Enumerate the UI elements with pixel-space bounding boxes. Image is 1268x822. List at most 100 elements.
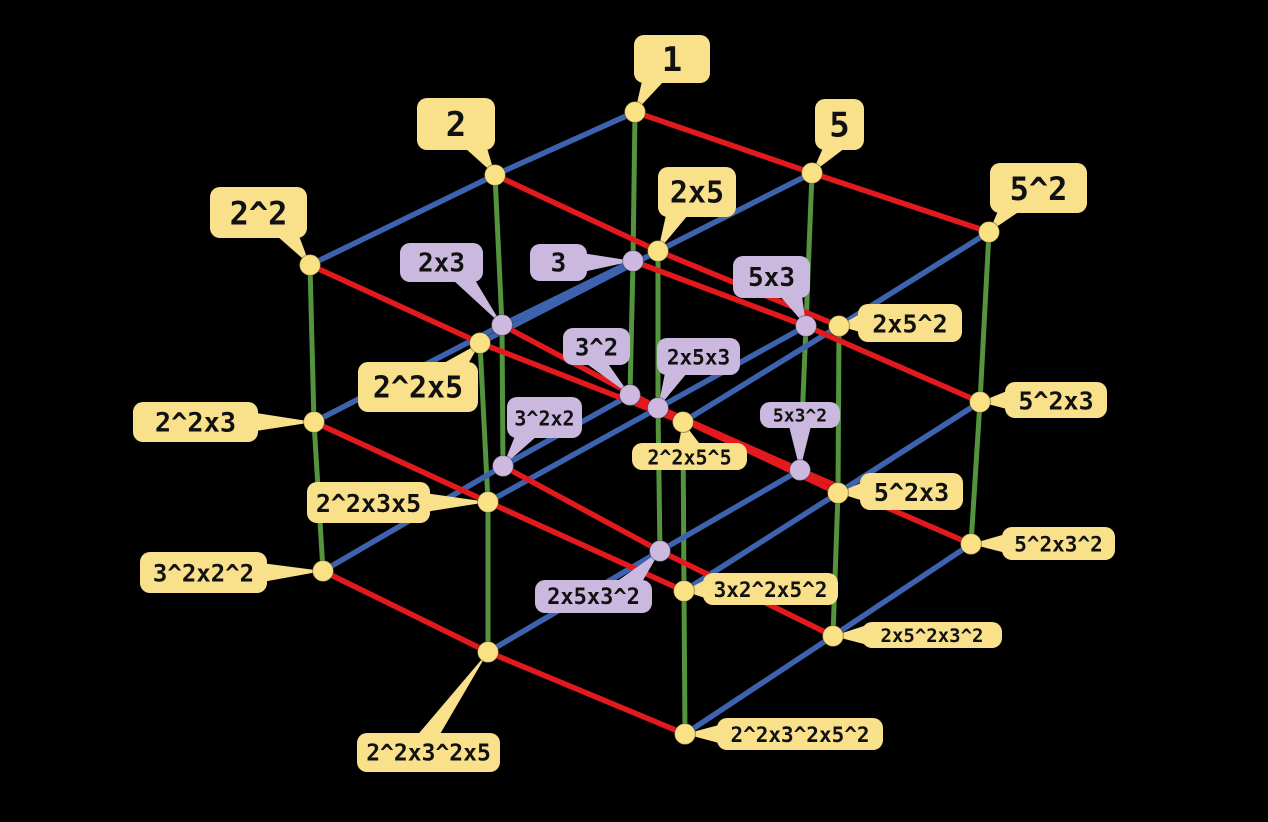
- callout-box: [530, 244, 587, 281]
- callout-label-75: 5^2x3: [980, 382, 1107, 418]
- callout-box: [862, 622, 1002, 648]
- callout-box: [703, 573, 838, 605]
- callout-tail: [453, 280, 502, 325]
- callout-box: [133, 402, 258, 442]
- callout-box: [1002, 527, 1115, 560]
- callout-label-300: 3x2^2x5^2: [684, 573, 838, 605]
- callout-label-18: 3^2x2: [503, 397, 582, 466]
- times-2-edge-2-4: [307, 172, 498, 268]
- callout-label-50: 2x5^2: [839, 304, 962, 342]
- callout-tail: [585, 253, 633, 272]
- times-3-edge-25-75: [977, 229, 992, 405]
- lattice-node-15: [794, 314, 818, 338]
- times-3-edge-1-3: [630, 109, 638, 264]
- lattice-node-18: [491, 454, 515, 478]
- callout-text-10: 2x5: [670, 176, 724, 211]
- callout-box: [658, 167, 736, 217]
- times-5-edge-1-5: [632, 109, 815, 176]
- callout-text-18: 3^2x2: [514, 407, 574, 431]
- times-3-edge-3-9: [627, 258, 636, 398]
- times-2-edge-450-900: [682, 633, 836, 737]
- lattice-node-25: [977, 220, 1001, 244]
- callout-label-30: 2x5x3: [657, 338, 740, 408]
- callout-text-2: 2: [446, 105, 466, 145]
- callout-text-75: 5^2x3: [1018, 387, 1093, 416]
- lattice-node-9: [618, 383, 642, 407]
- times-5-edge-12-60: [311, 419, 491, 505]
- callout-tail: [265, 563, 323, 582]
- callout-tail: [616, 551, 660, 582]
- callout-label-20: 2^2x5: [358, 343, 480, 412]
- callout-label-36: 3^2x2^2: [140, 552, 323, 593]
- callout-tail: [503, 436, 537, 466]
- times-3-edge-150-450: [830, 490, 841, 639]
- times-3-edge-300-900: [681, 588, 688, 737]
- lattice-node-1: [623, 100, 647, 124]
- callout-text-45: 5x3^2: [773, 406, 827, 427]
- callout-text-90: 2x5x3^2: [547, 585, 640, 610]
- lattice-node-180: [476, 640, 500, 664]
- times-5-edge-5-25: [809, 170, 992, 235]
- callout-box: [210, 187, 307, 238]
- callout-box: [417, 98, 495, 150]
- callout-label-6: 2x3: [400, 243, 502, 325]
- callout-tail: [833, 626, 864, 644]
- times-2-edge-45-90: [657, 467, 803, 554]
- callout-box: [563, 328, 630, 365]
- callout-label-2: 2: [417, 98, 495, 175]
- callout-text-1: 1: [662, 40, 682, 80]
- callout-text-5: 5: [829, 106, 849, 146]
- callout-label-45: 5x3^2: [760, 402, 840, 470]
- callout-text-20: 2^2x5: [373, 371, 463, 406]
- callout-tail: [277, 236, 310, 265]
- callout-label-180: 2^2x3^2x5: [357, 652, 500, 772]
- callout-box: [657, 338, 740, 375]
- callout-box: [632, 443, 747, 470]
- lattice-node-90: [648, 539, 672, 563]
- times-5-edge-60-300: [485, 499, 687, 594]
- times-3-edge-6-18: [499, 322, 506, 469]
- callout-text-180: 2^2x3^2x5: [366, 741, 491, 767]
- callout-label-9: 3^2: [563, 328, 630, 395]
- callout-tail: [980, 391, 1007, 409]
- callout-label-12: 2^2x3: [133, 402, 314, 442]
- callout-text-9: 3^2: [575, 334, 618, 362]
- times-2-edge-50-100: [680, 323, 842, 425]
- callout-box: [307, 482, 430, 523]
- times-3-edge-5-15: [803, 170, 815, 329]
- lattice-node-36: [311, 559, 335, 583]
- callout-label-450: 2x5^2x3^2: [833, 622, 1002, 648]
- times-2-edge-3-6: [499, 258, 636, 328]
- lattice-node-30: [646, 396, 670, 420]
- node-layer: [298, 100, 1001, 746]
- callout-text-12: 2^2x3: [155, 408, 236, 439]
- callout-tail: [684, 580, 705, 598]
- callout-box: [357, 733, 500, 772]
- callout-box: [140, 552, 267, 593]
- callout-box: [760, 402, 840, 428]
- lattice-node-60: [476, 490, 500, 514]
- lattice-node-100: [671, 410, 695, 434]
- callout-label-225: 5^2x3^2: [971, 527, 1115, 560]
- callout-box: [400, 243, 483, 282]
- lattice-node-20: [468, 331, 492, 355]
- times-5-edge-4-20: [307, 262, 483, 346]
- callout-box: [990, 163, 1087, 213]
- callout-tail: [838, 482, 862, 501]
- callout-text-50: 2x5^2: [872, 310, 947, 339]
- callout-label-150: 5^2x3: [838, 473, 963, 510]
- callout-box: [535, 580, 652, 613]
- times-2-edge-30-60: [485, 405, 661, 505]
- callout-label-1: 1: [634, 35, 710, 112]
- lattice-node-4: [298, 253, 322, 277]
- callout-text-3: 3: [551, 249, 567, 279]
- times-5-edge-18-90: [500, 463, 663, 554]
- callout-text-225: 5^2x3^2: [1014, 533, 1103, 557]
- callout-label-3: 3: [530, 244, 633, 281]
- lattice-node-300: [672, 579, 696, 603]
- callout-box: [1005, 382, 1107, 418]
- callout-box: [733, 256, 810, 298]
- times-5-edge-3-15: [630, 258, 809, 329]
- callout-tail: [635, 81, 664, 112]
